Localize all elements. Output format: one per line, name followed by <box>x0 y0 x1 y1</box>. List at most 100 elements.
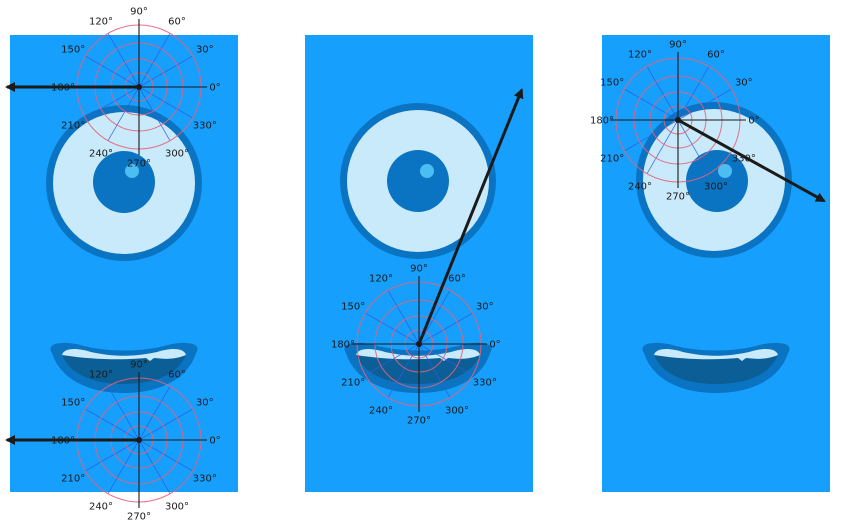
angle-label: 300° <box>704 181 728 192</box>
grid-spoke <box>138 439 171 494</box>
iris <box>686 150 748 212</box>
origin-dot <box>675 117 681 123</box>
angle-label: 180° <box>590 116 614 127</box>
angle-label: 150° <box>341 302 365 313</box>
protractor-panel-right-eye: 0° 30° 60° 90° 120° 150° 180° 210° 240° 270° 300° 3… <box>590 40 826 203</box>
angle-label: 240° <box>89 148 113 159</box>
grid-spoke <box>138 55 193 88</box>
grid-spoke <box>387 290 420 345</box>
angle-label: 30° <box>476 302 494 313</box>
angle-label: 150° <box>61 45 85 56</box>
grid-spoke <box>418 343 473 376</box>
grid-spoke <box>138 86 171 141</box>
grid-spoke <box>107 33 140 88</box>
angle-label: 330° <box>193 474 217 485</box>
grid-spoke <box>646 119 679 174</box>
angle-label: 90° <box>130 7 148 18</box>
angle-label: 330° <box>473 378 497 389</box>
angle-label: 90° <box>669 40 687 51</box>
grid-spoke <box>85 439 140 472</box>
angle-label: 90° <box>130 360 148 371</box>
pupil-highlight <box>718 164 732 178</box>
grid-spoke <box>387 343 420 398</box>
panel-right <box>602 35 830 492</box>
grid-spoke <box>107 439 140 494</box>
grid-spoke <box>85 408 140 441</box>
grid-spoke <box>138 33 171 88</box>
angle-label: 210° <box>341 378 365 389</box>
grid-spoke <box>677 66 710 121</box>
angle-label: 270° <box>127 512 151 523</box>
angle-label: 270° <box>127 159 151 170</box>
grid-spoke <box>418 343 451 398</box>
panel-left <box>10 35 238 492</box>
angle-label: 0° <box>209 83 220 94</box>
grid-spoke <box>138 86 193 119</box>
grid-spoke <box>677 88 732 121</box>
angle-label: 270° <box>407 416 431 427</box>
face-background <box>10 35 238 492</box>
origin-dot <box>136 437 142 443</box>
protractor-panel-left-upper: 0°30°60°90°120°150°180°210°240°270°300°3… <box>5 7 221 170</box>
grid-spoke <box>624 88 679 121</box>
iris <box>93 151 155 213</box>
angle-label: 120° <box>369 274 393 285</box>
grid-spoke <box>418 312 473 345</box>
angle-label: 270° <box>666 192 690 203</box>
angle-label: 0° <box>209 436 220 447</box>
angle-label: 120° <box>89 370 113 381</box>
pupil-highlight <box>420 164 434 178</box>
direction-arrow <box>677 118 826 203</box>
angle-label: 60° <box>168 370 186 381</box>
grid-spoke <box>85 86 140 119</box>
grid-spoke <box>85 55 140 88</box>
grid-spoke <box>677 119 710 174</box>
angle-label: 210° <box>600 154 624 165</box>
grid-spoke <box>624 119 679 152</box>
angle-label: 240° <box>628 181 652 192</box>
angle-label: 240° <box>369 405 393 416</box>
pupil-highlight <box>125 164 139 178</box>
grid-spoke <box>646 66 679 121</box>
teeth <box>62 348 186 361</box>
angle-label: 60° <box>707 50 725 61</box>
angle-label: 330° <box>732 154 756 165</box>
angle-label: 300° <box>445 405 469 416</box>
panel-middle <box>305 35 533 492</box>
angle-label: 120° <box>628 50 652 61</box>
angle-label: 0° <box>748 116 759 127</box>
teeth <box>654 348 778 361</box>
origin-dot <box>416 341 422 347</box>
angle-label: 120° <box>89 17 113 28</box>
grid-spoke <box>138 386 171 441</box>
angle-label: 210° <box>61 121 85 132</box>
angle-label: 210° <box>61 474 85 485</box>
angle-label: 180° <box>331 340 355 351</box>
grid-spoke <box>107 86 140 141</box>
teeth <box>356 348 480 361</box>
grid-spoke <box>107 386 140 441</box>
angle-label: 150° <box>600 78 624 89</box>
grid-spoke <box>365 343 420 376</box>
protractor-panel-middle-mouth: 0° 30° 60° 90° 120° 150° 180° 210° 240° 270° 300° 3… <box>331 88 524 427</box>
grid-spoke <box>138 408 193 441</box>
angle-label: 300° <box>165 148 189 159</box>
angle-label: 30° <box>735 78 753 89</box>
angle-label: 240° <box>89 501 113 512</box>
angle-label: 330° <box>193 121 217 132</box>
angle-label: 60° <box>448 274 466 285</box>
angle-label: 150° <box>61 398 85 409</box>
angle-label: 90° <box>410 264 428 275</box>
grid-spoke <box>138 439 193 472</box>
direction-arrow <box>417 88 524 345</box>
angle-label: 30° <box>196 398 214 409</box>
angle-label: 300° <box>165 501 189 512</box>
protractor-panel-left-lower: 0°30°60°90°120°150°180°210°240°270°300°3… <box>5 360 221 523</box>
angle-label: 0° <box>489 340 500 351</box>
angle-label: 60° <box>168 17 186 28</box>
origin-dot <box>136 84 142 90</box>
angle-label: 30° <box>196 45 214 56</box>
iris <box>387 150 449 212</box>
grid-spoke <box>365 312 420 345</box>
